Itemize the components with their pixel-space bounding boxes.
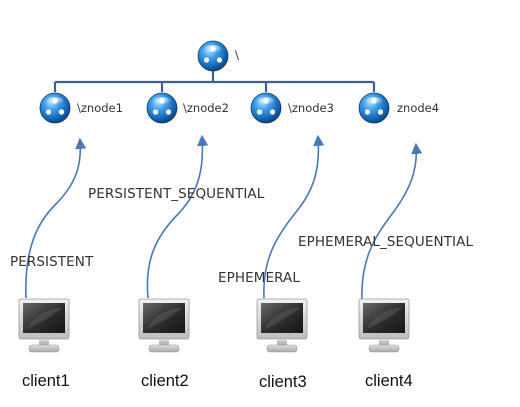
- client4-label: client4: [365, 372, 413, 390]
- znode1-icon: [39, 92, 71, 124]
- client3-monitor-icon: [256, 298, 308, 353]
- client2-monitor-icon: [138, 298, 190, 353]
- root-node-label: \: [235, 48, 239, 62]
- znode3-icon: [250, 92, 282, 124]
- mode-label-ephemeral: EPHEMERAL: [218, 270, 301, 286]
- mode-label-persistent: PERSISTENT: [10, 254, 94, 270]
- arrow-client3-to-znode3: [263, 134, 325, 299]
- create-arrows: [25, 134, 423, 305]
- client3-label: client3: [259, 373, 307, 391]
- client2-label: client2: [141, 372, 189, 390]
- arrow-client4-to-znode4: [361, 142, 423, 305]
- znode2-icon: [146, 92, 178, 124]
- mode-label-persistent-sequential: PERSISTENT_SEQUENTIAL: [88, 186, 265, 202]
- znode4-icon: [358, 92, 390, 124]
- tree-connectors: [53, 70, 376, 92]
- arrow-client2-to-znode2: [146, 134, 209, 299]
- znode2-label: \znode2: [183, 101, 229, 115]
- client1-monitor-icon: [18, 298, 70, 353]
- root-node-icon: [197, 40, 229, 72]
- mode-label-ephemeral-sequential: EPHEMERAL_SEQUENTIAL: [298, 234, 474, 250]
- client4-monitor-icon: [358, 298, 410, 353]
- znode4-label: znode4: [397, 101, 440, 115]
- client1-label: client1: [22, 372, 70, 390]
- arrow-client1-to-znode1: [25, 137, 87, 299]
- znode3-label: \znode3: [288, 101, 334, 115]
- znode1-label: \znode1: [77, 101, 123, 115]
